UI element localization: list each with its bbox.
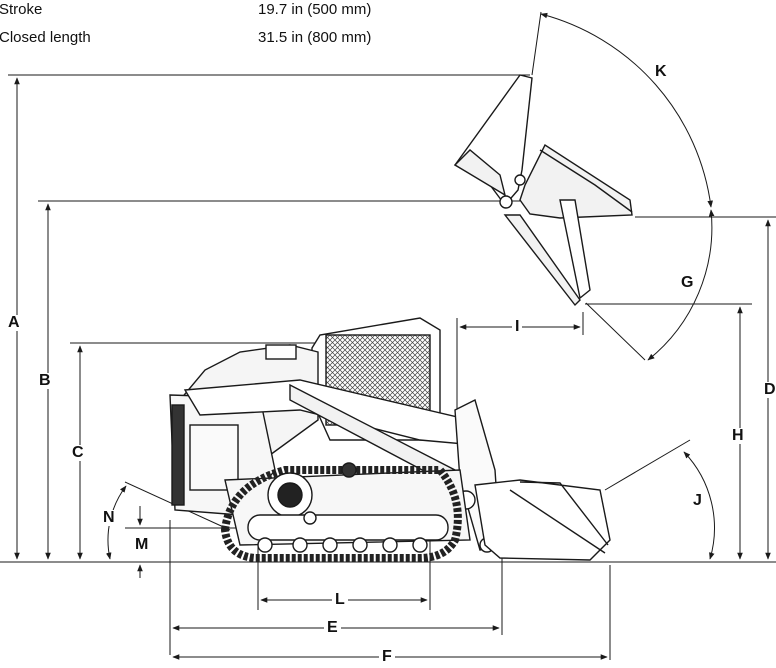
- track-assembly: [220, 462, 462, 562]
- spec-closed-length-label: Closed length: [0, 29, 91, 46]
- label-f: F: [379, 649, 395, 665]
- label-a: A: [5, 315, 23, 331]
- raised-bucket: [453, 74, 633, 307]
- label-m: M: [132, 537, 152, 553]
- label-e: E: [324, 620, 341, 636]
- arc-j: [683, 451, 715, 560]
- arc-g: [647, 209, 715, 361]
- label-g: G: [678, 275, 697, 291]
- spec-stroke-value: 19.7 in (500 mm): [258, 1, 372, 18]
- spec-stroke-label: Stroke: [0, 1, 43, 18]
- label-h: H: [729, 428, 747, 444]
- label-k: K: [652, 64, 670, 80]
- label-c: C: [69, 445, 87, 461]
- label-n: N: [100, 510, 118, 526]
- spec-closed-length-value: 31.5 in (800 mm): [258, 29, 372, 46]
- label-i: I: [512, 319, 523, 335]
- arc-k: [540, 12, 713, 208]
- label-l: L: [332, 592, 348, 608]
- label-b: B: [36, 373, 54, 389]
- ref-line-j: [604, 439, 691, 491]
- label-j: J: [690, 493, 705, 509]
- label-d: D: [761, 382, 776, 398]
- ref-line-g: [585, 302, 646, 361]
- ref-line-k: [531, 11, 542, 76]
